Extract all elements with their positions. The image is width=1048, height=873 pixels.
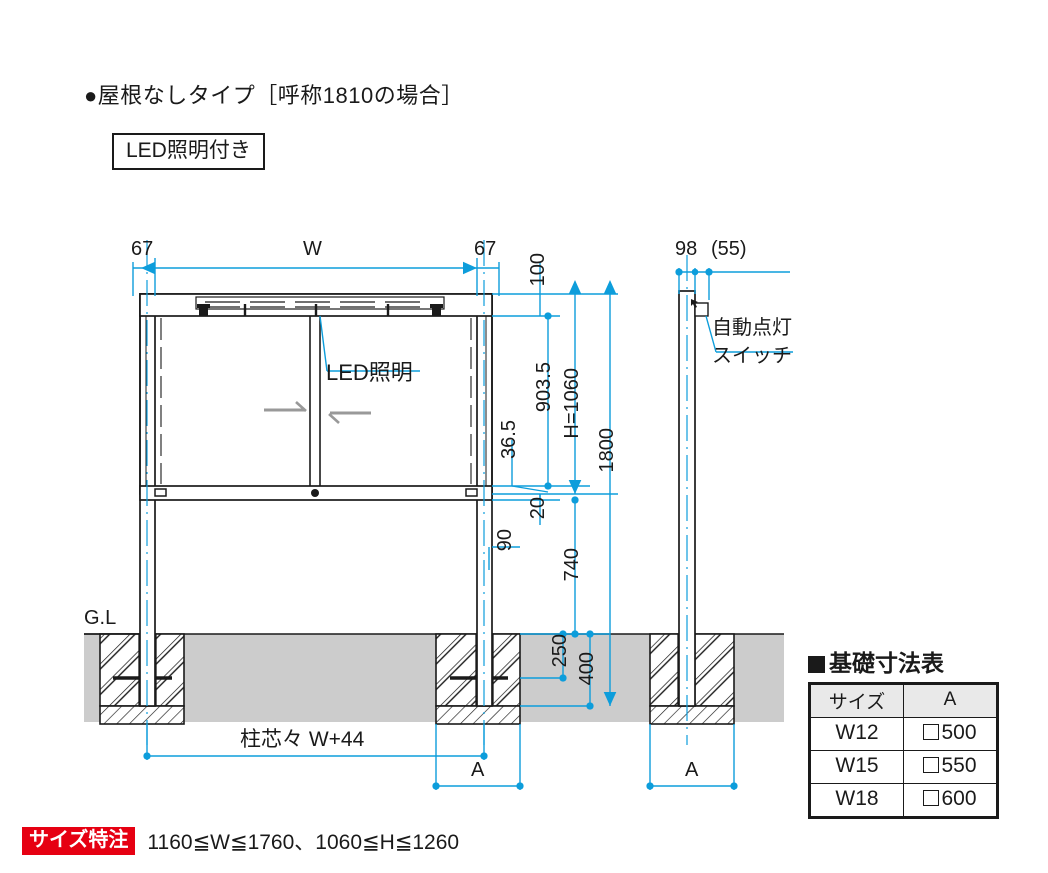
foundation-table-title: 基礎寸法表 xyxy=(808,644,944,678)
dim-label-36-5: 36.5 xyxy=(498,420,520,459)
table-row: W15 550 xyxy=(809,750,998,784)
page-title: ●屋根なしタイプ［呼称1810の場合］ xyxy=(84,83,464,108)
table-cell-a: 500 xyxy=(903,717,998,751)
table-cell-a-value: 600 xyxy=(941,787,977,810)
dim-label-20: 20 xyxy=(527,497,549,520)
table-header-size: サイズ xyxy=(809,683,904,718)
dim-label-903-5: 903.5 xyxy=(533,362,555,413)
dim-label-90: 90 xyxy=(494,529,516,552)
square-section-icon xyxy=(923,724,940,740)
square-section-icon xyxy=(923,757,940,773)
table-row: W18 600 xyxy=(809,783,998,818)
dim-label-post-98: 98 xyxy=(675,238,698,260)
led-fixtures xyxy=(197,304,443,316)
table-row: W12 500 xyxy=(809,717,998,751)
size-note: サイズ特注 1160≦W≦1760、1060≦H≦1260 xyxy=(22,826,459,856)
table-cell-a: 550 xyxy=(903,750,998,784)
size-custom-badge: サイズ特注 xyxy=(22,827,136,855)
dim-label-a-left: A xyxy=(471,759,485,781)
fence-panel xyxy=(139,293,493,501)
auto-switch-callout-line1: 自動点灯 xyxy=(712,317,792,339)
dim-label-100: 100 xyxy=(527,253,549,287)
dim-label-left-67: 67 xyxy=(131,238,154,260)
dimensions-vertical xyxy=(488,262,618,710)
dim-label-740: 740 xyxy=(561,548,583,582)
callout-leaders xyxy=(319,315,793,372)
size-range-text: 1160≦W≦1760、1060≦H≦1260 xyxy=(147,831,460,854)
bullet-square-icon xyxy=(808,656,825,673)
table-cell-size: W12 xyxy=(809,717,904,751)
panel-edge-dashed xyxy=(160,318,472,484)
dim-label-post-55: (55) xyxy=(711,238,747,260)
table-cell-a: 600 xyxy=(903,783,998,818)
dim-label-right-67: 67 xyxy=(474,238,497,260)
center-lines xyxy=(146,240,688,745)
table-cell-a-value: 550 xyxy=(941,754,977,777)
dimensions-bottom xyxy=(143,724,738,790)
dim-label-center-to-center: 柱芯々 W+44 xyxy=(240,728,365,751)
square-section-icon xyxy=(923,790,940,806)
table-cell-size: W18 xyxy=(809,783,904,818)
foundation-dimension-table: サイズ A W12 500 W15 550 W18 600 xyxy=(808,682,999,819)
led-lighting-callout: LED照明 xyxy=(326,360,413,385)
auto-switch-callout-line2: スイッチ xyxy=(712,345,792,367)
table-cell-size: W15 xyxy=(809,750,904,784)
dim-label-width-w: W xyxy=(303,238,322,260)
table-header-row: サイズ A xyxy=(809,683,998,718)
table-header-a: A xyxy=(903,683,998,718)
dim-label-h1060: H=1060 xyxy=(561,368,583,439)
dimensions-top xyxy=(132,258,500,296)
panel-direction-arrows xyxy=(264,401,371,424)
table-cell-a-value: 500 xyxy=(941,721,977,744)
dim-label-1800: 1800 xyxy=(596,428,618,473)
dim-label-250: 250 xyxy=(549,634,571,668)
foundation-table-title-text: 基礎寸法表 xyxy=(829,650,944,676)
ground-level-label: G.L xyxy=(84,607,117,629)
led-type-badge: LED照明付き xyxy=(112,133,265,171)
dim-label-400: 400 xyxy=(576,652,598,686)
dim-label-a-right: A xyxy=(685,759,699,781)
dimensions-post-top xyxy=(675,268,790,300)
